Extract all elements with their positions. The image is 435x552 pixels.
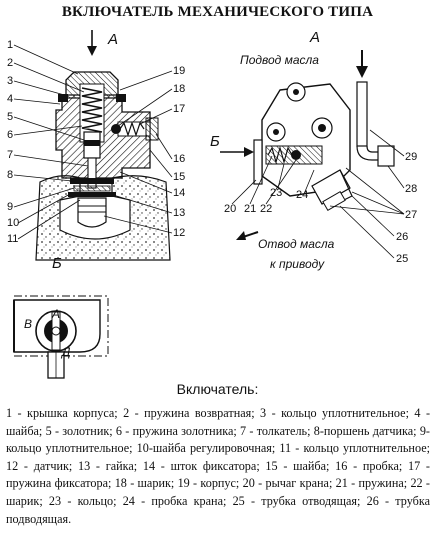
bottom-view: Б А В Д (13, 255, 109, 379)
left-callouts-right: 19 18 17 16 15 14 13 12 (103, 65, 185, 239)
callout-2: 2 (7, 57, 13, 69)
mark-b: В (24, 317, 32, 331)
callout-21: 21 (244, 203, 256, 215)
callout-26: 26 (396, 231, 408, 243)
callout-19: 19 (173, 65, 185, 77)
callout-3: 3 (7, 75, 13, 87)
mark-a: А (51, 307, 60, 321)
callout-17: 17 (173, 103, 185, 115)
bottom-view-label: Б (52, 255, 62, 272)
callout-18: 18 (173, 83, 185, 95)
valve-lever (253, 139, 263, 185)
oil-out-label-2: к приводу (270, 257, 325, 271)
left-section-view: А 1 2 (7, 30, 185, 261)
outlet-pipe (311, 169, 353, 212)
mark-d: Д (60, 345, 71, 359)
oil-in-label: Подвод масла (240, 53, 319, 67)
right-view: А Подвод масла Б Отвод масл (210, 29, 417, 271)
callout-29: 29 (405, 151, 417, 163)
callout-16: 16 (173, 153, 185, 165)
callout-20: 20 (224, 203, 236, 215)
arrow-a-label: А (107, 31, 118, 48)
callout-5: 5 (7, 111, 13, 123)
callout-13: 13 (173, 207, 185, 219)
callout-1: 1 (7, 39, 13, 51)
supply-pipe (356, 81, 368, 147)
caption-heading: Включатель: (176, 381, 259, 397)
callout-24: 24 (296, 189, 308, 201)
return-spring (81, 87, 103, 133)
figure-title: ВКЛЮЧАТЕЛЬ МЕХАНИЧЕСКОГО ТИПА (61, 4, 374, 20)
callout-22: 22 (260, 203, 272, 215)
callout-25: 25 (396, 253, 408, 265)
callout-11: 11 (7, 233, 18, 245)
left-callouts-left: 1 2 3 4 5 6 7 8 9 10 11 (7, 39, 89, 245)
right-view-label: А (309, 29, 320, 46)
callout-14: 14 (173, 187, 185, 199)
callout-4: 4 (7, 93, 13, 105)
caption-text: 1 - крышка корпуса; 2 - пружина возвратн… (6, 406, 430, 526)
callout-6: 6 (7, 129, 13, 141)
callout-8: 8 (7, 169, 13, 181)
arrow-b-label: Б (210, 133, 220, 150)
callout-9: 9 (7, 201, 13, 213)
callout-27: 27 (405, 209, 417, 221)
oil-out-label-1: Отвод масла (258, 237, 335, 251)
callout-15: 15 (173, 171, 185, 183)
right-callouts: 29 28 27 26 25 24 23 22 21 20 (224, 129, 417, 265)
callout-10: 10 (7, 217, 19, 229)
callout-7: 7 (7, 149, 13, 161)
callout-12: 12 (173, 227, 185, 239)
callout-23: 23 (270, 187, 282, 199)
view-arrow-a: А (87, 30, 118, 56)
callout-28: 28 (405, 183, 417, 195)
diagram-canvas: А 1 2 (7, 29, 417, 379)
